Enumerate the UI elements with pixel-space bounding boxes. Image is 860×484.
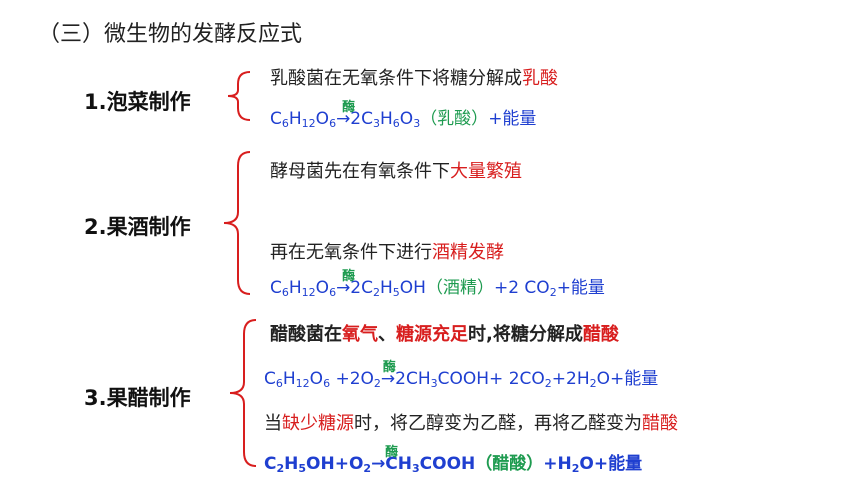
- product-note: （乳酸）: [420, 109, 489, 129]
- enzyme-label: 酶: [382, 360, 396, 375]
- vinegar-description-2: 当缺少糖源时，将乙醇变为乙醛，再将乙醛变为醋酸: [264, 413, 678, 434]
- wine-description-1: 酵母菌先在有氧条件下大量繁殖: [270, 161, 522, 182]
- section-label-pickle: 1.泡菜制作: [84, 90, 191, 114]
- pickle-description: 乳酸菌在无氧条件下将糖分解成乳酸: [270, 64, 558, 90]
- brace-icon: [229, 319, 257, 467]
- enzyme-label: 酶: [385, 445, 399, 460]
- pickle-desc-highlight: 乳酸: [522, 68, 558, 89]
- enzyme-label: 酶: [342, 269, 356, 284]
- enzyme-label: 酶: [342, 100, 356, 115]
- vinegar-description-1: 醋酸菌在氧气、糖源充足时,将糖分解成醋酸: [270, 324, 619, 345]
- pickle-desc-text: 乳酸菌在无氧条件下将糖分解成: [270, 68, 522, 89]
- brace-icon: [223, 151, 251, 295]
- section-label-wine: 2.果酒制作: [84, 215, 191, 239]
- product-note: （酒精）: [425, 278, 494, 298]
- page-title: （三）微生物的发酵反应式: [38, 22, 303, 47]
- brace-icon: [227, 71, 251, 121]
- wine-description-2: 再在无氧条件下进行酒精发酵: [270, 242, 504, 263]
- product-note: （醋酸）: [475, 454, 544, 474]
- section-label-vinegar: 3.果醋制作: [84, 386, 191, 410]
